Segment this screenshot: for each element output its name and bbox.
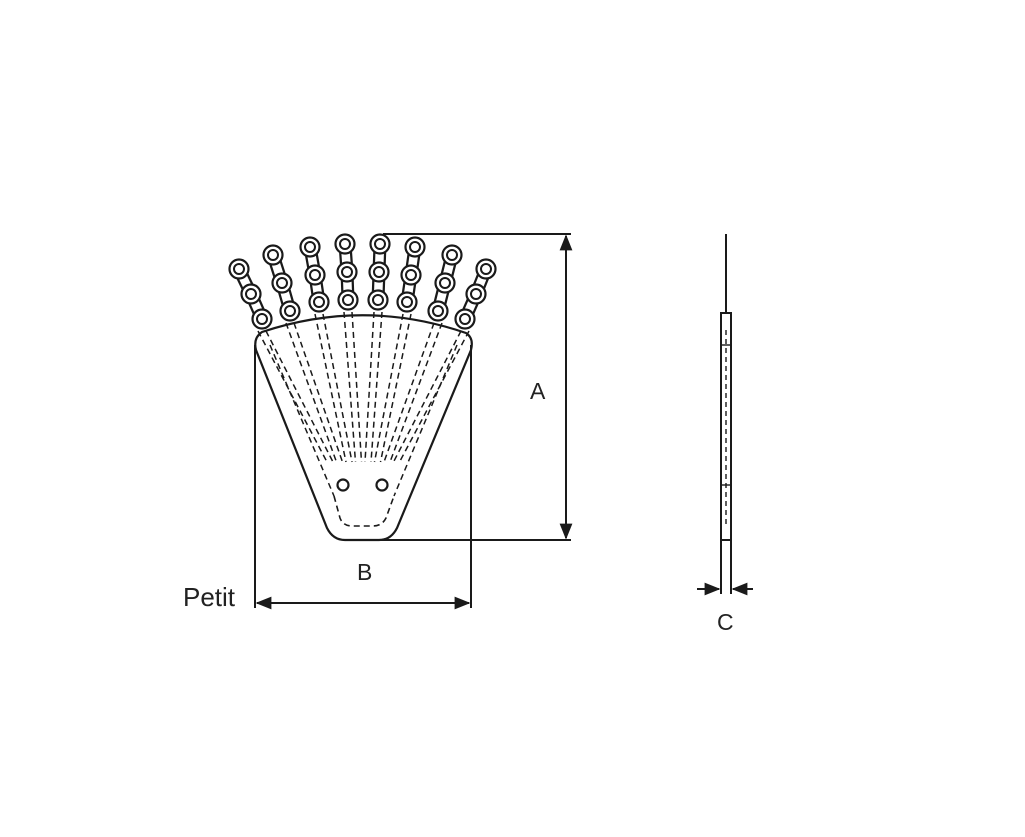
eyelet-hole [304,241,316,253]
channel-line [389,322,443,463]
eyelet-hole [372,294,384,306]
channel-line [351,311,363,463]
eyelet-hole [233,263,245,275]
finger-4 [334,233,359,311]
dimension-b [254,345,472,610]
dimension-b-label: B [357,559,372,585]
channel-line [364,311,375,463]
eyelet-hole [309,269,321,281]
channel-line [392,330,462,463]
channel-line [314,313,347,463]
eyelet-hole [446,249,458,261]
eyelet-hole [374,238,386,250]
channel-line [285,322,338,463]
eyelet-hole [342,294,354,306]
plate-inner-dashed [333,495,395,527]
finger-2 [262,244,301,322]
eyelet-hole [459,313,471,325]
side-view-body [720,312,732,541]
eyelet-hole [470,288,482,300]
eyelet-hole [373,266,385,278]
eyelet-hole [439,277,451,289]
eyelet-hole [409,241,421,253]
channel-line [379,313,412,463]
size-label: Petit [183,582,236,612]
finger-6 [396,236,426,313]
plate-dashed-left [269,344,335,497]
channel-line [322,313,353,463]
mounting-hole-left [336,478,350,492]
front-view [228,233,497,542]
dimension-a [380,233,573,541]
eyelet-hole [267,249,279,261]
eyelet-hole [256,313,268,325]
side-view [720,234,732,594]
finger-7 [427,244,463,322]
eyelet-hole [405,269,417,281]
eyelet-hole [341,266,353,278]
channel-line [265,330,334,463]
channel-line [257,330,328,463]
eyelet-hole [284,305,296,317]
dimension-a-label: A [530,378,546,404]
channel-line [373,313,404,463]
eyelet-hole [432,305,444,317]
plate-dashed-right [393,344,458,497]
eyelet-hole [401,296,413,308]
finger-5 [367,233,391,311]
eyelet-hole [245,288,257,300]
finger-3 [299,236,330,313]
eyelet-hole [313,296,325,308]
fan-channels [257,311,470,497]
eyelet-hole [276,277,288,289]
finger-8 [454,258,497,330]
mounting-hole-right [375,478,389,492]
channel-line [293,322,344,463]
eyelet-hole [339,238,351,250]
finger-1 [228,258,273,330]
dimension-c-label: C [717,609,734,635]
channel-line [343,311,357,463]
eyelet-hole [480,263,492,275]
channel-line [398,330,470,463]
plate-outline [254,314,473,542]
finger-eyelets [228,233,497,330]
channel-line [370,311,383,463]
channel-line [383,322,435,463]
